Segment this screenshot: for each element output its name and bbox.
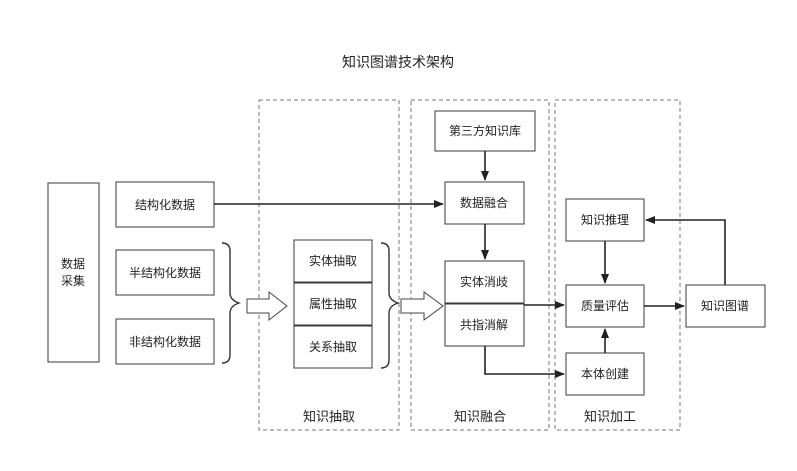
node-semi-structured-data-label: 半结构化数据 bbox=[129, 265, 201, 280]
node-structured-data bbox=[115, 181, 215, 228]
node-entity-disambiguation bbox=[444, 260, 525, 304]
node-third-party-kb-label: 第三方知识库 bbox=[449, 123, 521, 138]
node-knowledge-reasoning-label: 知识推理 bbox=[581, 213, 629, 227]
node-structured-data-label: 结构化数据 bbox=[135, 197, 195, 212]
node-knowledge-reasoning bbox=[565, 198, 645, 242]
node-data-collection-label-1: 数据 bbox=[61, 256, 85, 271]
node-entity-disambiguation-label: 实体消歧 bbox=[460, 274, 508, 289]
node-attribute-extraction-label: 属性抽取 bbox=[309, 297, 357, 311]
node-relation-extraction-label: 关系抽取 bbox=[309, 340, 357, 354]
arrow-graph-to-reasoning bbox=[645, 216, 726, 285]
left-brace bbox=[221, 242, 242, 364]
node-quality-evaluation bbox=[565, 284, 645, 328]
node-quality-evaluation-label: 质量评估 bbox=[581, 299, 629, 313]
node-ontology-creation-label: 本体创建 bbox=[581, 367, 629, 381]
hollow-arrow-to-fusion bbox=[400, 291, 444, 321]
group-extraction-label: 知识抽取 bbox=[303, 409, 355, 425]
node-data-fusion bbox=[444, 181, 525, 225]
group-extraction bbox=[258, 99, 400, 431]
node-knowledge-graph bbox=[685, 284, 766, 328]
group-fusion bbox=[410, 99, 550, 431]
node-ontology-creation bbox=[565, 352, 645, 396]
node-entity-extraction-label: 实体抽取 bbox=[309, 253, 357, 268]
group-fusion-label: 知识融合 bbox=[454, 409, 506, 425]
node-unstructured-data bbox=[115, 318, 215, 365]
group-processing bbox=[554, 99, 681, 431]
hollow-arrow-to-extraction bbox=[246, 290, 288, 322]
node-unstructured-data-label: 非结构化数据 bbox=[129, 334, 201, 349]
node-data-collection bbox=[47, 182, 100, 363]
node-coreference-resolution bbox=[444, 303, 525, 347]
node-data-collection-label-2: 采集 bbox=[61, 273, 85, 288]
arrow-coreference-to-ontology bbox=[484, 346, 565, 378]
diagram-title: 知识图谱技术架构 bbox=[342, 54, 454, 71]
node-semi-structured-data bbox=[115, 249, 215, 296]
node-attribute-extraction bbox=[293, 282, 373, 326]
node-data-fusion-label: 数据融合 bbox=[460, 195, 508, 210]
node-third-party-kb bbox=[434, 110, 536, 152]
node-knowledge-graph-label: 知识图谱 bbox=[701, 299, 749, 313]
node-coreference-resolution-label: 共指消解 bbox=[460, 317, 508, 332]
right-brace bbox=[380, 242, 401, 369]
node-relation-extraction bbox=[293, 325, 373, 369]
node-entity-extraction bbox=[293, 239, 373, 283]
group-processing-label: 知识加工 bbox=[584, 409, 636, 425]
